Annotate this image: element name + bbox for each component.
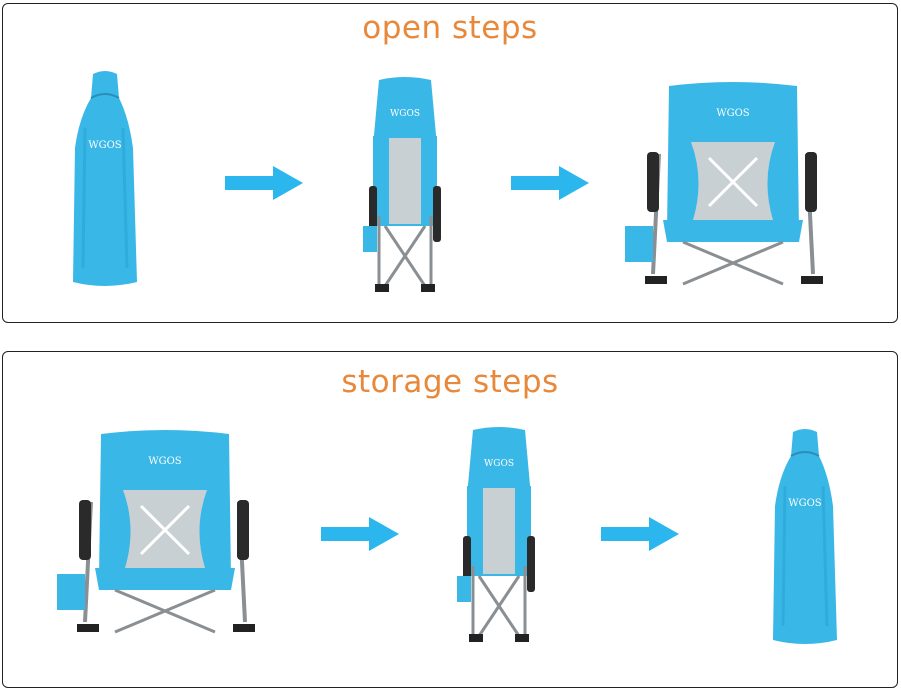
brand-label: WGOS	[788, 498, 821, 509]
carry-bag-icon: WGOS	[73, 71, 137, 286]
brand-label: WGOS	[148, 456, 181, 467]
open-chair-icon: WGOS	[57, 430, 255, 634]
right-arrow-icon	[601, 517, 679, 551]
open-steps-title: open steps	[362, 10, 538, 46]
carry-bag-icon: WGOS	[773, 429, 837, 644]
open-steps-panel: open steps WGOS WGOS	[2, 3, 898, 323]
folded-chair-icon: WGOS	[363, 77, 441, 292]
right-arrow-icon	[225, 166, 303, 200]
storage-steps-title: storage steps	[341, 364, 559, 400]
brand-label: WGOS	[390, 109, 420, 119]
brand-label: WGOS	[88, 140, 121, 151]
open-chair-icon: WGOS	[625, 82, 823, 286]
right-arrow-icon	[511, 166, 589, 200]
brand-label: WGOS	[484, 459, 514, 469]
storage-steps-panel: storage steps WGOS WGOS	[2, 351, 898, 688]
right-arrow-icon	[321, 517, 399, 551]
folded-chair-icon: WGOS	[457, 427, 535, 642]
brand-label: WGOS	[716, 108, 749, 119]
